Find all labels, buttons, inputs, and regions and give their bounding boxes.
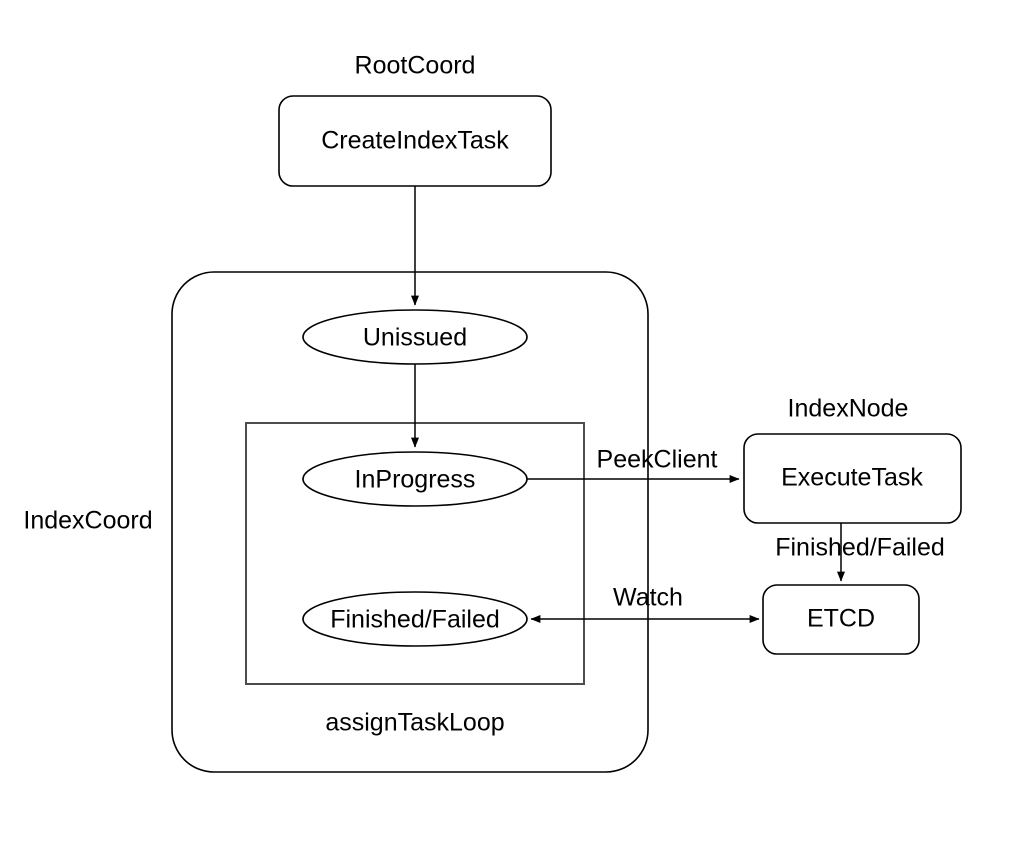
edge-label-watch: Watch bbox=[613, 584, 683, 612]
node-unissued-label: Unissued bbox=[363, 324, 467, 352]
node-inprogress-shape bbox=[302, 451, 528, 507]
group-rootcoord-label: RootCoord bbox=[355, 52, 476, 80]
node-unissued-shape bbox=[302, 309, 528, 365]
group-indexcoord-boundary bbox=[171, 271, 649, 773]
group-indexnode-label: IndexNode bbox=[788, 395, 909, 423]
node-createindextask[interactable]: CreateIndexTask bbox=[278, 95, 552, 187]
node-etcd[interactable]: ETCD bbox=[762, 584, 920, 655]
group-indexcoord-label: IndexCoord bbox=[23, 507, 152, 535]
node-executetask-label: ExecuteTask bbox=[781, 464, 923, 492]
node-createindextask-label: CreateIndexTask bbox=[321, 127, 509, 155]
node-inprogress[interactable]: InProgress bbox=[302, 451, 528, 507]
node-finishedfailed[interactable]: Finished/Failed bbox=[302, 591, 528, 647]
node-finishedfailed-shape bbox=[302, 591, 528, 647]
node-etcd-label: ETCD bbox=[807, 605, 875, 633]
node-executetask-shape bbox=[743, 433, 962, 524]
node-executetask[interactable]: ExecuteTask bbox=[743, 433, 962, 524]
group-assigntaskloop-label: assignTaskLoop bbox=[325, 709, 504, 737]
edge-label-peekclient: PeekClient bbox=[597, 446, 718, 474]
node-finishedfailed-label: Finished/Failed bbox=[330, 606, 500, 634]
node-etcd-shape bbox=[762, 584, 920, 655]
edge-label-finished-failed: Finished/Failed bbox=[775, 534, 945, 562]
node-createindextask-shape bbox=[278, 95, 552, 187]
node-inprogress-label: InProgress bbox=[355, 466, 476, 494]
node-unissued[interactable]: Unissued bbox=[302, 309, 528, 365]
